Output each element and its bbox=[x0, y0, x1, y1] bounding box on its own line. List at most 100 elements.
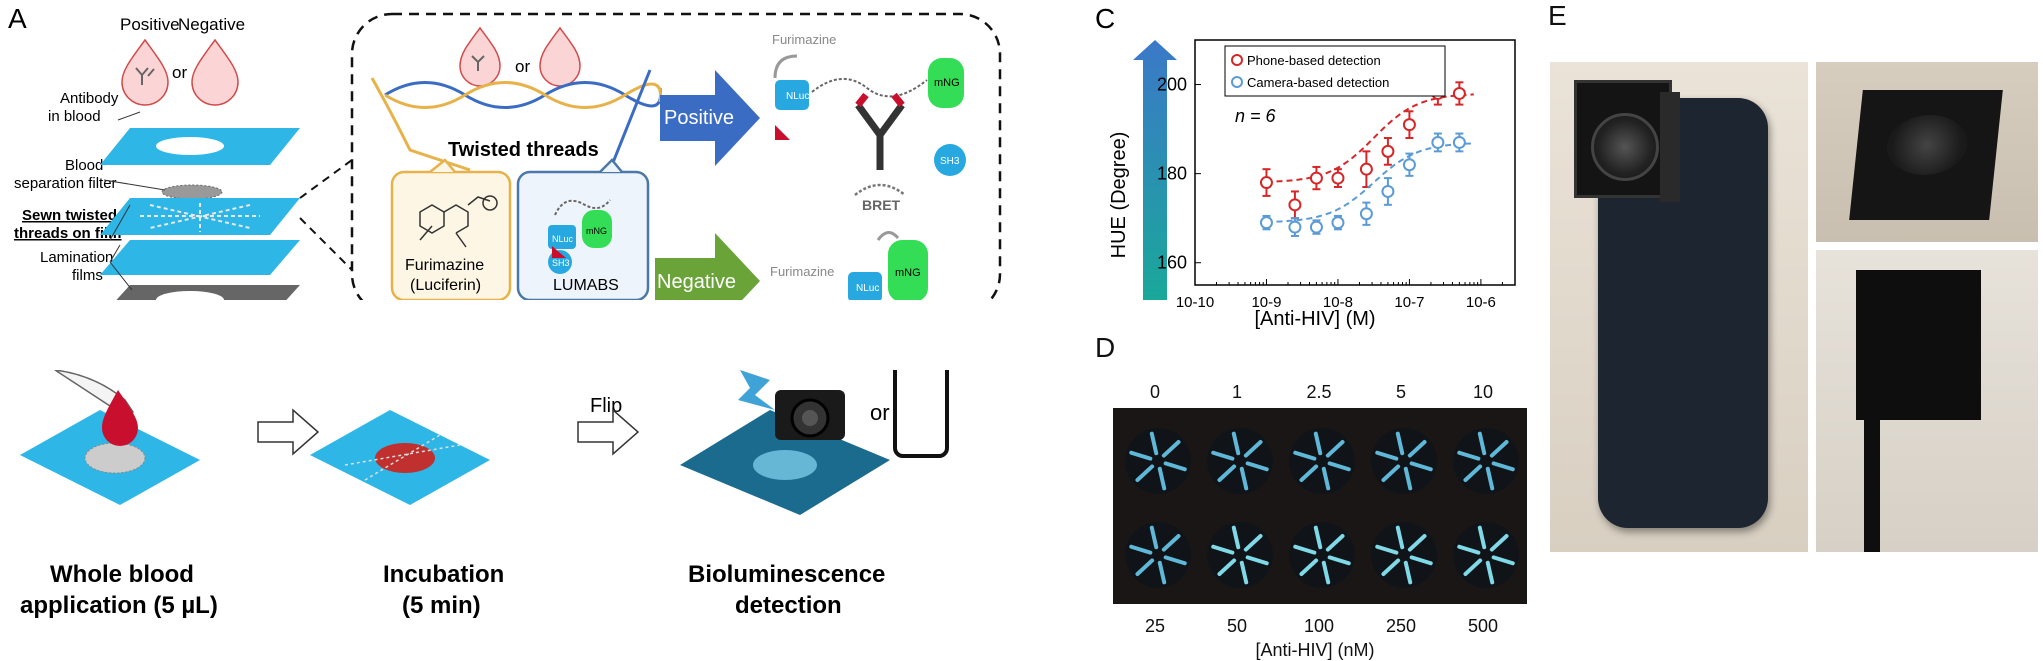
thread-spoke bbox=[1157, 466, 1167, 491]
x-tick-label: 10-8 bbox=[1323, 294, 1353, 311]
thread-spoke bbox=[1239, 466, 1249, 491]
plot-frame bbox=[1194, 39, 1516, 286]
panel-c-label: C bbox=[1095, 3, 1115, 34]
data-point bbox=[1309, 171, 1323, 185]
panel-d-label: D bbox=[1095, 332, 1116, 363]
x-tick-label: 10-9 bbox=[1251, 294, 1281, 311]
thread-spoke bbox=[1477, 525, 1487, 550]
negative-result-illustration bbox=[848, 183, 928, 300]
concentration-label: 500 bbox=[1467, 616, 1499, 636]
antibody-label-line2: in blood bbox=[48, 108, 101, 125]
thread-spoke bbox=[1457, 544, 1481, 555]
bret-label: BRET bbox=[862, 197, 901, 213]
smartphone-icon bbox=[893, 370, 949, 458]
thread-spoke bbox=[1293, 544, 1317, 555]
cover-handle bbox=[1864, 420, 1880, 552]
detail-or-label: or bbox=[515, 57, 530, 76]
thread-spoke bbox=[1211, 544, 1235, 555]
lumabs-mng-label: mNG bbox=[586, 226, 607, 236]
data-point bbox=[1309, 220, 1323, 234]
positive-nluc-label: NLuc bbox=[786, 91, 809, 102]
furimazine-box bbox=[390, 158, 512, 300]
data-point bbox=[1452, 135, 1466, 149]
positive-blood-drop-icon bbox=[121, 38, 169, 106]
thread-spoke bbox=[1327, 461, 1351, 472]
x-tick-label: 10-10 bbox=[1176, 294, 1214, 311]
sensor-well-image bbox=[1453, 428, 1519, 494]
detail-positive-drop-icon bbox=[459, 26, 501, 87]
data-point bbox=[1381, 184, 1395, 198]
panel-a: A Positive Negative or Antibody in blood… bbox=[8, 3, 1002, 300]
thread-spoke bbox=[1217, 558, 1237, 577]
thread-spoke bbox=[1491, 555, 1515, 566]
antibody-label-line1: Antibody bbox=[60, 90, 119, 107]
data-point bbox=[1288, 198, 1302, 212]
sensor-well-image bbox=[1371, 428, 1437, 494]
data-point bbox=[1381, 144, 1395, 158]
filter-label-line2: separation filter bbox=[14, 175, 117, 192]
cover-plate bbox=[1856, 270, 1981, 420]
thread-spoke bbox=[1161, 533, 1181, 552]
thread-spoke bbox=[1313, 431, 1323, 456]
concentration-label: 250 bbox=[1385, 616, 1417, 636]
data-point bbox=[1359, 207, 1373, 221]
thread-spoke bbox=[1325, 439, 1345, 458]
sensor-well-image bbox=[1289, 428, 1355, 494]
thread-spoke bbox=[1463, 464, 1483, 483]
thread-spoke bbox=[1161, 439, 1181, 458]
twisted-threads-label: Twisted threads bbox=[448, 139, 599, 161]
adapter-cube bbox=[1849, 90, 2003, 220]
concentration-label: 0 bbox=[1149, 382, 1160, 402]
data-point bbox=[1259, 176, 1273, 190]
or-label: or bbox=[172, 63, 187, 82]
legend: Phone-based detection Camera-based detec… bbox=[1224, 45, 1446, 97]
adapter-closeup-photo bbox=[1816, 62, 2038, 242]
flip-arrow bbox=[577, 408, 640, 456]
positive-arrow bbox=[660, 70, 760, 166]
y-tick-label: 160 bbox=[1157, 253, 1187, 273]
positive-arrow-label: Positive bbox=[664, 107, 734, 129]
sensor-well-image bbox=[1371, 522, 1437, 588]
film-layer-threads bbox=[100, 198, 300, 235]
thread-spoke bbox=[1299, 464, 1319, 483]
thread-spoke bbox=[1231, 525, 1241, 550]
detail-negative-drop-icon bbox=[539, 26, 581, 87]
step1-label-line1: Whole blood bbox=[50, 561, 194, 588]
thread-spoke bbox=[1457, 450, 1481, 461]
data-point bbox=[1402, 158, 1416, 172]
thread-spoke bbox=[1491, 461, 1515, 472]
concentration-label: 100 bbox=[1303, 616, 1335, 636]
thread-spoke bbox=[1217, 464, 1237, 483]
panel-d-xlabel: [Anti-HIV] (nM) bbox=[1255, 640, 1375, 660]
thread-spoke bbox=[1245, 555, 1269, 566]
negative-blood-drop-icon bbox=[191, 38, 239, 106]
legend-camera-label: Camera-based detection bbox=[1247, 75, 1389, 90]
thread-spoke bbox=[1325, 533, 1345, 552]
y-tick-label: 180 bbox=[1157, 164, 1187, 184]
panel-b: B Whole blood application (5 µL) Incubat… bbox=[20, 370, 949, 619]
threads-label-line2: threads on film bbox=[14, 225, 122, 242]
sensor-well-image bbox=[1289, 522, 1355, 588]
concentration-label: 10 bbox=[1472, 382, 1494, 402]
thread-spoke bbox=[1243, 533, 1263, 552]
negative-furimazine-label: Furimazine bbox=[770, 264, 834, 279]
thread-spoke bbox=[1149, 525, 1159, 550]
thread-spoke bbox=[1463, 558, 1483, 577]
adapter-clip bbox=[1660, 92, 1680, 202]
luciferin-label: (Luciferin) bbox=[410, 277, 481, 294]
thread-spoke bbox=[1163, 461, 1187, 472]
data-point bbox=[1259, 216, 1273, 230]
phone-with-adapter-photo bbox=[1550, 62, 1808, 552]
lightning-icon bbox=[738, 370, 775, 410]
thread-spoke bbox=[1135, 558, 1155, 577]
step3-label-line2: detection bbox=[735, 592, 842, 619]
x-tick-label: 10-7 bbox=[1394, 294, 1424, 311]
nluc-block bbox=[548, 225, 576, 249]
thread-spoke bbox=[1407, 533, 1427, 552]
thread-spoke bbox=[1477, 431, 1487, 456]
furimazine-label: Furimazine bbox=[405, 257, 484, 274]
concentration-label: 1 bbox=[1231, 382, 1242, 402]
concentration-label: 50 bbox=[1226, 616, 1248, 636]
thread-spoke bbox=[1489, 533, 1509, 552]
thread-spoke bbox=[1485, 560, 1495, 585]
